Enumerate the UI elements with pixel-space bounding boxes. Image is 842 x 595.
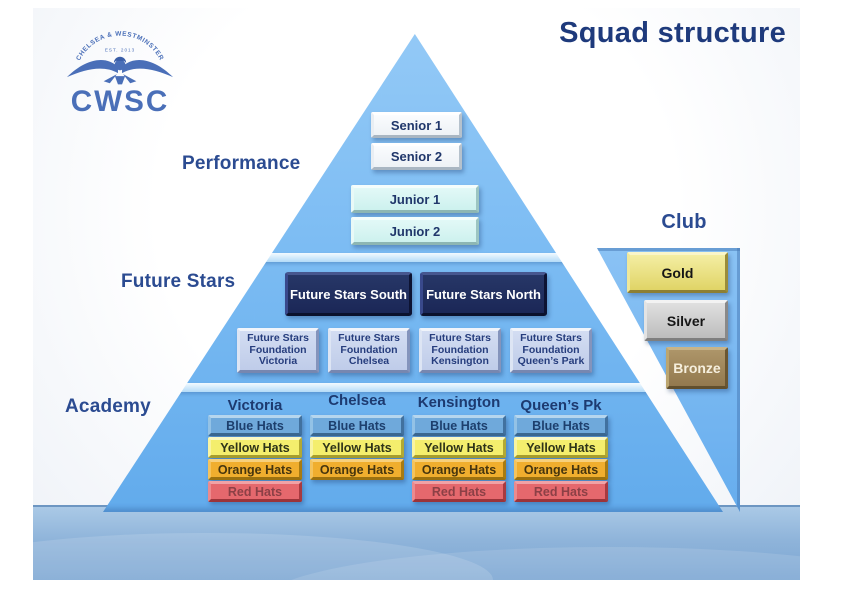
squad-senior-1: Senior 1 bbox=[371, 112, 462, 138]
logo-established-text: EST. 2013 bbox=[105, 48, 135, 53]
group-kensington-red-hats: Red Hats bbox=[412, 481, 506, 502]
performance-futurestars-divider bbox=[103, 253, 723, 262]
academy-site-victoria: Victoria bbox=[227, 397, 283, 414]
section-label-performance: Performance bbox=[182, 153, 301, 174]
group-queens-pk-yellow-hats: Yellow Hats bbox=[514, 437, 608, 458]
academy-site-chelsea: Chelsea bbox=[328, 392, 386, 409]
group-victoria-orange-hats: Orange Hats bbox=[208, 459, 302, 480]
club-tier-gold: Gold bbox=[627, 252, 728, 293]
group-victoria-red-hats: Red Hats bbox=[208, 481, 302, 502]
squad-fs-foundation-victoria: Future Stars Foundation Victoria bbox=[237, 328, 319, 373]
squad-senior-2: Senior 2 bbox=[371, 143, 462, 170]
squad-future-stars-south: Future Stars South bbox=[285, 272, 412, 316]
group-kensington-yellow-hats: Yellow Hats bbox=[412, 437, 506, 458]
academy-site-kensington: Kensington bbox=[417, 394, 501, 411]
squad-junior-1: Junior 1 bbox=[351, 185, 479, 213]
group-victoria-blue-hats: Blue Hats bbox=[208, 415, 302, 436]
club-tier-silver: Silver bbox=[644, 300, 728, 341]
squad-junior-2: Junior 2 bbox=[351, 217, 479, 245]
section-label-academy: Academy bbox=[65, 396, 151, 417]
section-label-future-stars: Future Stars bbox=[121, 271, 236, 292]
group-queens-pk-orange-hats: Orange Hats bbox=[514, 459, 608, 480]
group-kensington-blue-hats: Blue Hats bbox=[412, 415, 506, 436]
page-title: Squad structure bbox=[559, 17, 786, 49]
slide-canvas: Squad structure CHELSEA & WESTMINSTER ES… bbox=[33, 8, 800, 580]
squad-fs-foundation-queens-park: Future Stars Foundation Queen’s Park bbox=[510, 328, 592, 373]
group-chelsea-blue-hats: Blue Hats bbox=[310, 415, 404, 436]
group-kensington-orange-hats: Orange Hats bbox=[412, 459, 506, 480]
group-queens-pk-blue-hats: Blue Hats bbox=[514, 415, 608, 436]
logo-initials: CWSC bbox=[71, 85, 170, 118]
group-queens-pk-red-hats: Red Hats bbox=[514, 481, 608, 502]
group-chelsea-orange-hats: Orange Hats bbox=[310, 459, 404, 480]
cwsc-club-logo: CHELSEA & WESTMINSTER EST. 2013 CWSC bbox=[66, 31, 174, 118]
group-victoria-yellow-hats: Yellow Hats bbox=[208, 437, 302, 458]
futurestars-academy-divider bbox=[103, 383, 723, 392]
club-tier-bronze: Bronze bbox=[666, 347, 728, 389]
squad-fs-foundation-chelsea: Future Stars Foundation Chelsea bbox=[328, 328, 410, 373]
group-chelsea-yellow-hats: Yellow Hats bbox=[310, 437, 404, 458]
squad-fs-foundation-kensington: Future Stars Foundation Kensington bbox=[419, 328, 501, 373]
bottom-decorative-band bbox=[33, 505, 800, 580]
academy-site-queens-pk: Queen’s Pk bbox=[520, 397, 602, 414]
section-label-club: Club bbox=[661, 211, 707, 233]
swimmer-icon bbox=[66, 56, 174, 85]
squad-future-stars-north: Future Stars North bbox=[420, 272, 547, 316]
